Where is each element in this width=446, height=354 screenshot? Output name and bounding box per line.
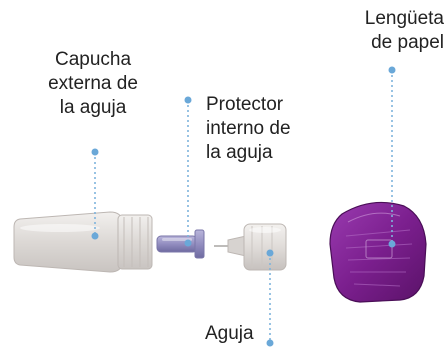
leader-outer-cap: [91, 148, 99, 240]
leader-needle: [266, 249, 274, 347]
label-needle: Aguja: [205, 323, 254, 344]
label-outer-cap: Capucha externa de la aguja: [48, 49, 138, 118]
outer-cap-image: [13, 211, 153, 273]
label-inner-shield: Protector interno de la aguja: [206, 94, 291, 163]
leader-paper-tab: [388, 66, 396, 248]
label-paper-tab: Lengüeta de papel: [364, 8, 444, 53]
inner-shield-image: [156, 229, 205, 259]
paper-tab-image: [329, 201, 427, 303]
leader-inner-shield: [184, 96, 192, 247]
needle-image: [214, 223, 287, 271]
